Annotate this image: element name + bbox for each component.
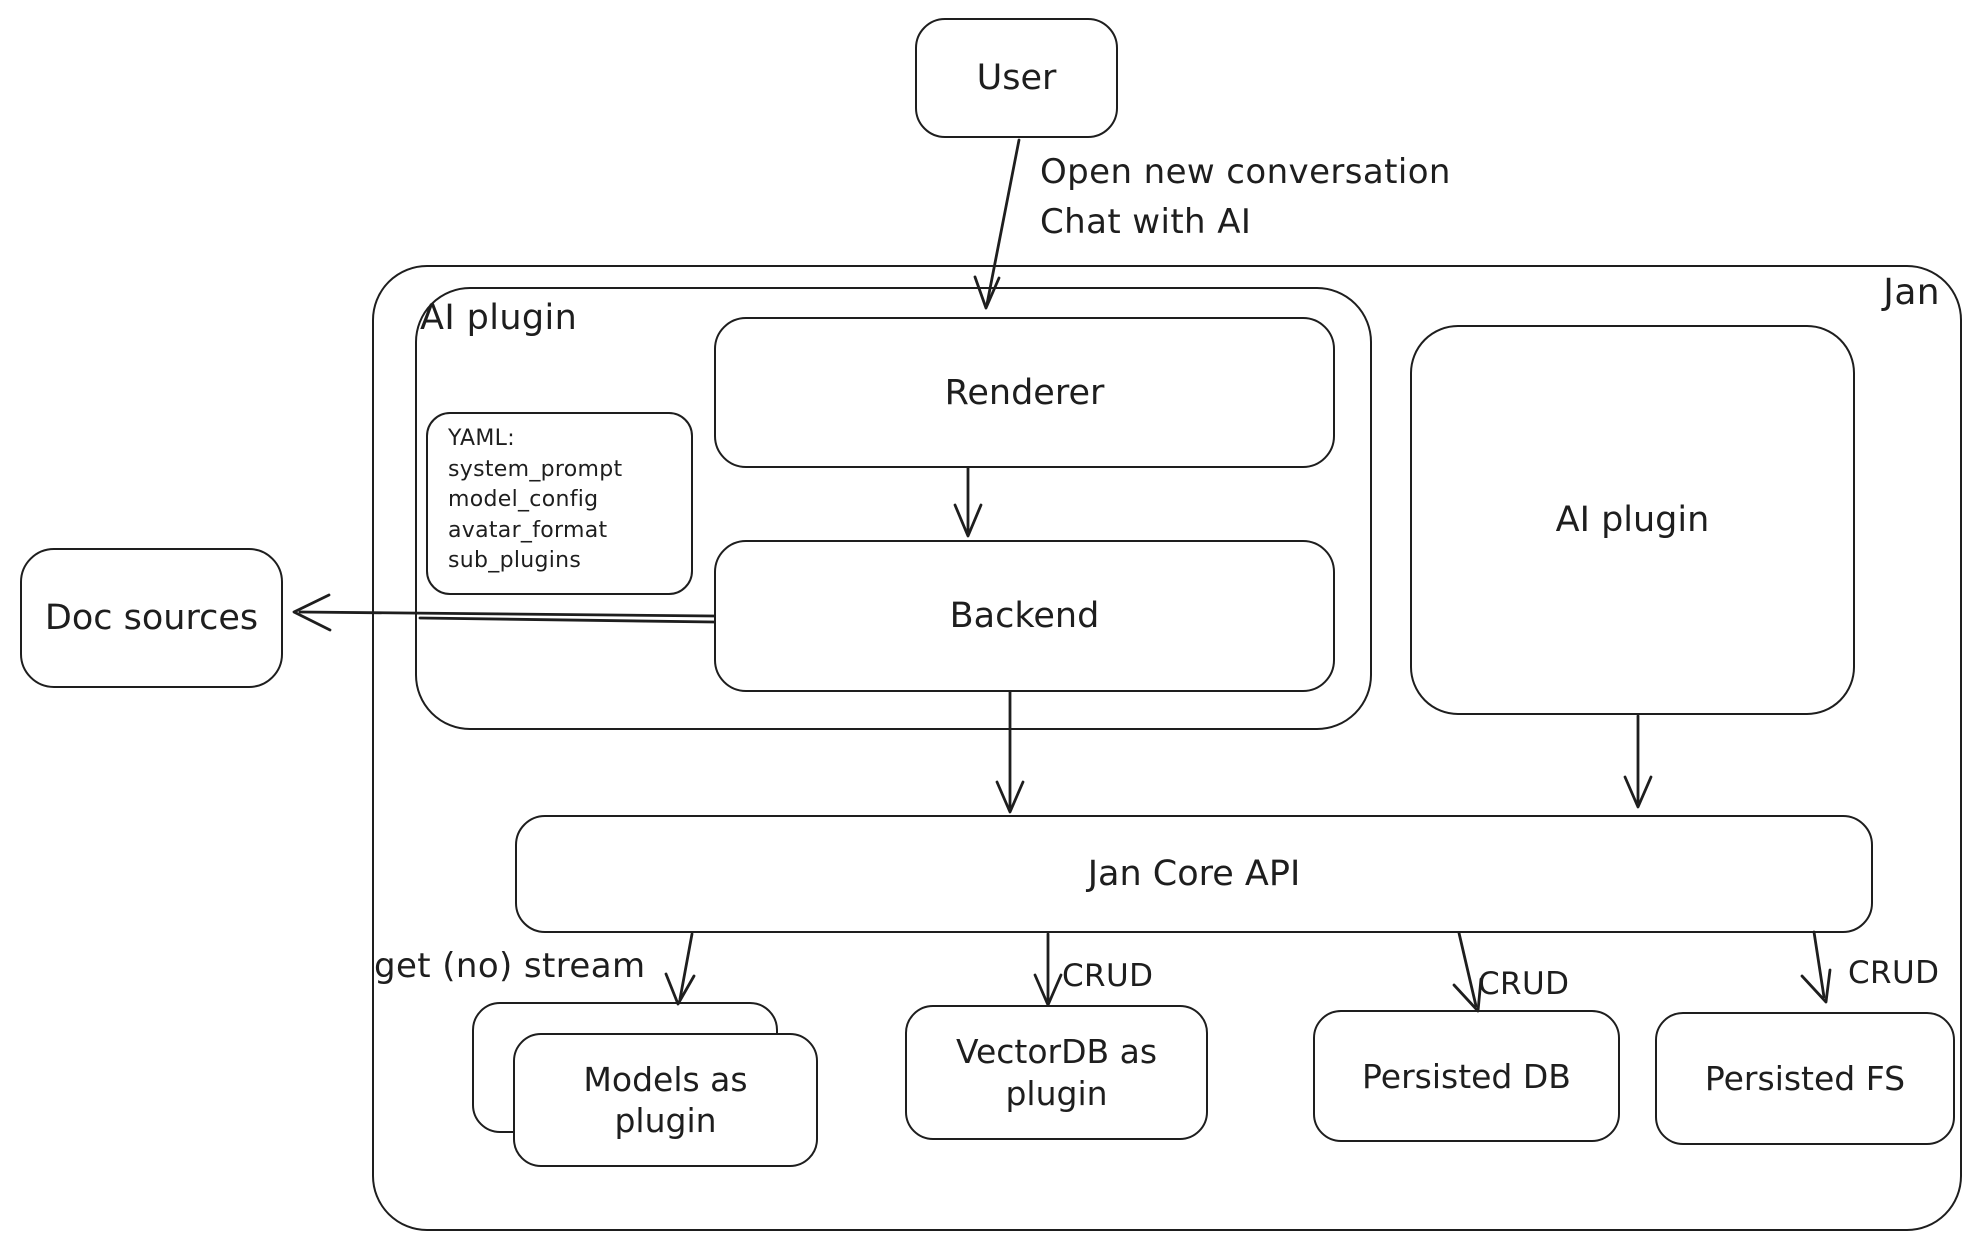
doc-sources-node-label: Doc sources — [44, 598, 259, 638]
models-plugin-node: Models as plugin — [513, 1033, 818, 1167]
vectordb-plugin-node: VectorDB as plugin — [905, 1005, 1208, 1140]
user-node-label: User — [976, 58, 1057, 98]
jan-core-api-node: Jan Core API — [515, 815, 1873, 933]
edge-label-get-no-stream: get (no) stream — [374, 946, 646, 986]
vectordb-plugin-node-label: VectorDB as plugin — [955, 1032, 1158, 1113]
user-node: User — [915, 18, 1118, 138]
edge-label-open-new-conversation: Open new conversation — [1040, 152, 1451, 192]
yaml-note: YAML: system_prompt model_config avatar_… — [426, 412, 693, 595]
backend-node: Backend — [714, 540, 1335, 692]
yaml-line-system-prompt: system_prompt — [448, 456, 623, 482]
edge-label-crud-vectordb: CRUD — [1062, 958, 1154, 994]
persisted-fs-node: Persisted FS — [1655, 1012, 1955, 1145]
ai-plugin-node-label: AI plugin — [1555, 500, 1710, 540]
yaml-note-text: YAML: system_prompt model_config avatar_… — [428, 414, 691, 577]
jan-core-api-node-label: Jan Core API — [1087, 854, 1301, 894]
yaml-line-sub-plugins: sub_plugins — [448, 548, 582, 573]
edge-label-crud-persisted-fs: CRUD — [1848, 955, 1940, 991]
persisted-db-node: Persisted DB — [1313, 1010, 1620, 1142]
jan-container-label: Jan — [1883, 272, 1940, 313]
ai-plugin-container-label: AI plugin — [420, 298, 578, 338]
renderer-node-label: Renderer — [944, 372, 1105, 413]
edge-label-chat-with-ai: Chat with AI — [1040, 202, 1252, 242]
backend-node-label: Backend — [949, 596, 1100, 636]
renderer-node: Renderer — [714, 317, 1335, 468]
ai-plugin-container-box — [415, 287, 1372, 730]
yaml-line-title: YAML: — [448, 426, 515, 451]
models-plugin-node-label: Models as plugin — [583, 1059, 748, 1140]
edge-label-crud-persisted-db: CRUD — [1478, 966, 1570, 1002]
ai-plugin-node: AI plugin — [1410, 325, 1855, 715]
yaml-line-model-config: model_config — [448, 487, 599, 512]
yaml-line-avatar-format: avatar_format — [448, 517, 608, 543]
jan-container-box — [372, 265, 1962, 1231]
doc-sources-node: Doc sources — [20, 548, 283, 688]
persisted-fs-node-label: Persisted FS — [1704, 1059, 1906, 1098]
persisted-db-node-label: Persisted DB — [1362, 1056, 1571, 1096]
